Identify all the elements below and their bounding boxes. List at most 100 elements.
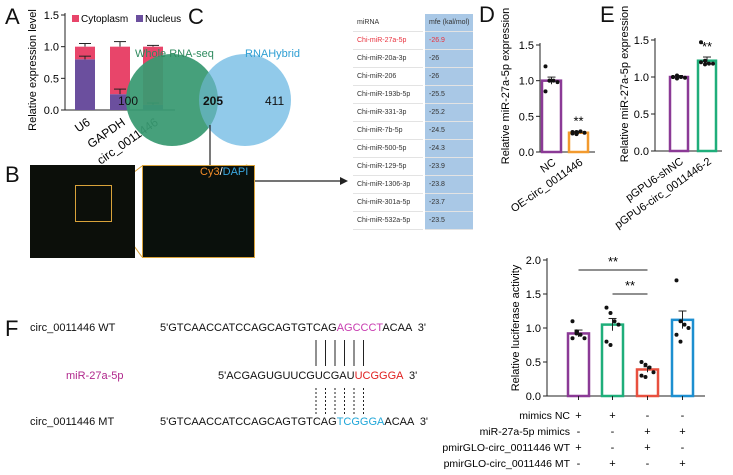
y-tick-label: 1.5 xyxy=(44,10,59,22)
mirna-name: Chi-miR-20a-3p xyxy=(353,49,424,68)
significance-label: ** xyxy=(608,254,618,269)
mirna-name: Chi-miR-532a-5p xyxy=(353,211,424,230)
mfe-value: -23.5 xyxy=(423,211,473,230)
cy3-label: Cy3 xyxy=(200,166,220,178)
panel-label-d: D xyxy=(479,2,495,27)
data-point xyxy=(683,75,687,80)
data-point xyxy=(555,80,560,85)
zoom-region-box xyxy=(75,185,112,222)
data-point xyxy=(570,131,575,136)
data-point xyxy=(675,73,679,78)
condition-mark: + xyxy=(679,426,685,438)
y-tick-label: 0.0 xyxy=(519,147,534,159)
mfe-value: -26 xyxy=(423,49,473,68)
venn-left-count: 100 xyxy=(118,94,139,108)
y-tick-label: 0.0 xyxy=(526,391,541,403)
y-tick-label: 0.5 xyxy=(634,109,649,121)
table-row: Chi-miR-193b-5p-25.5 xyxy=(353,85,473,104)
bar-nucleus xyxy=(75,59,95,110)
data-point xyxy=(578,129,583,134)
condition-mark: + xyxy=(575,442,581,454)
bar xyxy=(567,131,590,154)
data-point xyxy=(639,373,644,378)
y-tick-label: 1.5 xyxy=(519,40,534,52)
data-point xyxy=(686,326,691,330)
data-point xyxy=(682,322,687,327)
condition-mark: - xyxy=(681,410,685,422)
table-row: Chi-miR-301a-5p-23.7 xyxy=(353,193,473,212)
panel-label-b: B xyxy=(5,162,20,187)
data-point xyxy=(547,78,552,83)
mfe-value: -26 xyxy=(423,67,473,86)
panel-label-e: E xyxy=(600,2,615,27)
y-tick-label: 2.0 xyxy=(526,255,541,267)
condition-mark: - xyxy=(611,442,615,454)
mirna-name: Chi-miR-1306-3p xyxy=(353,175,424,194)
data-point xyxy=(639,360,644,364)
seq-part: 5'ACGAGUGUUCGUCGAU xyxy=(218,370,355,382)
y-tick-label: 0.5 xyxy=(526,357,541,369)
condition-mark: - xyxy=(646,410,650,422)
condition-label: pmirGLO-circ_0011446 WT xyxy=(442,442,570,454)
data-point xyxy=(612,319,617,324)
table-row: Chi-miR-206-26 xyxy=(353,67,473,86)
data-point xyxy=(674,278,679,283)
dapi-label: DAPI xyxy=(222,166,249,178)
data-point xyxy=(582,130,587,135)
mfe-value: -25.5 xyxy=(423,85,473,104)
table-row: Chi-miR-20a-3p-26 xyxy=(353,49,473,68)
data-point xyxy=(711,61,715,66)
y-tick-label: 0.5 xyxy=(519,111,534,123)
condition-mark: + xyxy=(644,426,650,438)
data-point xyxy=(699,60,703,65)
mirna-name: Chi-miR-301a-5p xyxy=(353,193,424,212)
y-tick-label: 0.0 xyxy=(634,146,649,158)
arrow-head-icon xyxy=(340,177,348,185)
mfe-value: -25.2 xyxy=(423,103,473,122)
y-tick-label: 1.0 xyxy=(44,42,59,54)
seed-region: UCGGGA xyxy=(354,370,403,382)
header-mfe: mfe (kal/mol) xyxy=(423,14,473,32)
table-row: Chi-miR-331-3p-25.2 xyxy=(353,103,473,122)
data-point xyxy=(608,311,613,316)
y-tick-label: 1.0 xyxy=(634,72,649,84)
header-mirna: miRNA xyxy=(353,14,424,32)
mfe-value: -23.9 xyxy=(423,157,473,176)
table-row: Chi-miR-27a-5p-26.9 xyxy=(353,31,473,50)
mfe-value: -23.7 xyxy=(423,193,473,212)
y-tick-label: 1.0 xyxy=(519,76,534,88)
venn-right-count: 411 xyxy=(265,94,285,108)
data-point xyxy=(543,89,548,94)
venn-circle-right xyxy=(199,54,291,146)
mfe-value: -23.8 xyxy=(423,175,473,194)
mirna-name: Chi-miR-193b-5p xyxy=(353,85,424,104)
condition-label: pmirGLO-circ_0011446 MT xyxy=(444,458,571,470)
mt-label: circ_0011446 MT xyxy=(30,416,115,428)
binding-site: AGCCCT xyxy=(336,322,383,334)
mfe-value: -24.3 xyxy=(423,139,473,158)
condition-label: mimics NC xyxy=(519,410,570,422)
venn-overlap-count: 205 xyxy=(203,94,224,108)
y-axis-label: Relative miR-27a-5p expression xyxy=(500,8,512,165)
mutant-site: TCGGGA xyxy=(336,416,385,428)
mt-sequence: 5'GTCAACCATCCAGCAGTGTCAGTCGGGAACAA 3' xyxy=(160,416,428,428)
data-point xyxy=(675,76,679,81)
stain-legend: Cy3/DAPI xyxy=(200,166,248,178)
y-tick-label: 1.5 xyxy=(526,289,541,301)
seq-part: 5'GTCAACCATCCAGCAGTGTCAG xyxy=(160,416,337,428)
data-point xyxy=(643,374,648,379)
venn-right-title: RNAHybrid xyxy=(245,48,301,60)
data-point xyxy=(582,336,587,341)
mirna-name: Chi-miR-206 xyxy=(353,67,424,86)
data-point xyxy=(570,319,575,324)
condition-mark: + xyxy=(575,410,581,422)
data-point xyxy=(551,78,556,83)
data-point xyxy=(699,40,703,45)
data-point xyxy=(703,58,707,63)
data-point xyxy=(616,322,621,327)
mfe-value: -26.9 xyxy=(423,31,473,50)
condition-mark: - xyxy=(577,458,581,470)
data-point xyxy=(703,62,707,67)
